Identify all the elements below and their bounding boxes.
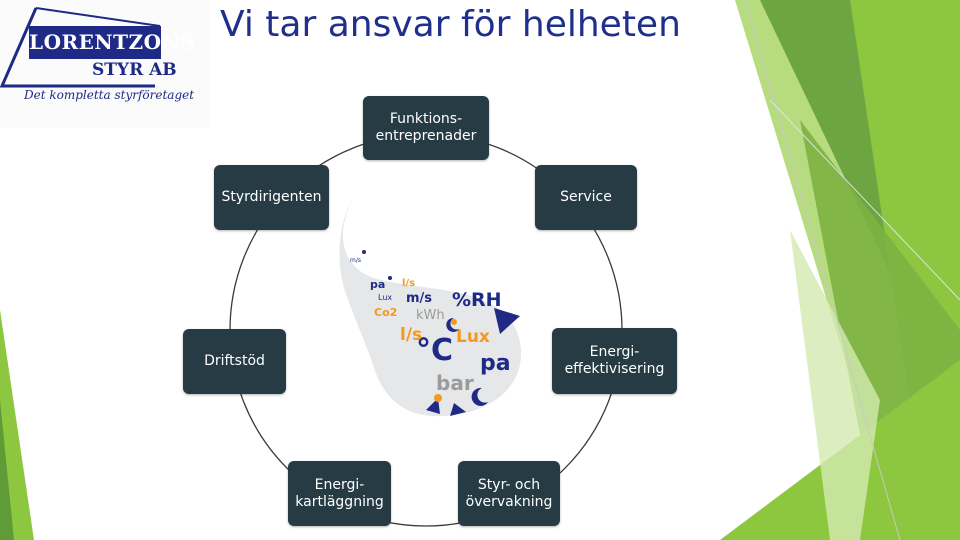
art-term-pa-large: pa: [480, 351, 511, 376]
company-logo: LORENTZONS STYR AB Det kompletta styrför…: [0, 0, 210, 128]
logo-subname: STYR AB: [92, 60, 177, 80]
logo-triangle-icon: [0, 7, 161, 88]
art-term-rh: %RH: [452, 289, 502, 311]
node-styrdirigenten: Styrdirigenten: [214, 165, 329, 230]
art-term-ls-small: l/s: [402, 278, 415, 289]
art-term-pa-small: pa: [370, 278, 385, 291]
node-energikartlaggning: Energi- kartläggning: [288, 461, 391, 526]
art-term-bar: bar: [436, 371, 474, 395]
art-term-kwh: kWh: [416, 308, 445, 323]
art-term-celsius: °C: [416, 333, 453, 368]
art-term-ms-small: m/s: [350, 257, 361, 264]
node-energieffektivisering: Energi- effektivisering: [552, 328, 677, 394]
art-term-co2: Co2: [374, 306, 397, 319]
art-term-ms: m/s: [406, 291, 432, 306]
slide-title: Vi tar ansvar för helheten: [220, 4, 681, 45]
node-service: Service: [535, 165, 637, 230]
art-term-lux-small: Lux: [378, 293, 392, 302]
sensor-units-illustration: %RH °C pa Lux l/s m/s bar kWh Co2 pa Lux…: [339, 200, 521, 417]
node-styr-och-overvakning: Styr- och övervakning: [458, 461, 560, 526]
art-term-lux-large: Lux: [456, 327, 490, 347]
logo-tagline: Det kompletta styrföretaget: [24, 88, 195, 102]
art-term-ls-large: l/s: [400, 325, 422, 345]
node-funktionsentreprenader: Funktions- entreprenader: [363, 96, 489, 160]
node-driftstod: Driftstöd: [183, 329, 286, 394]
